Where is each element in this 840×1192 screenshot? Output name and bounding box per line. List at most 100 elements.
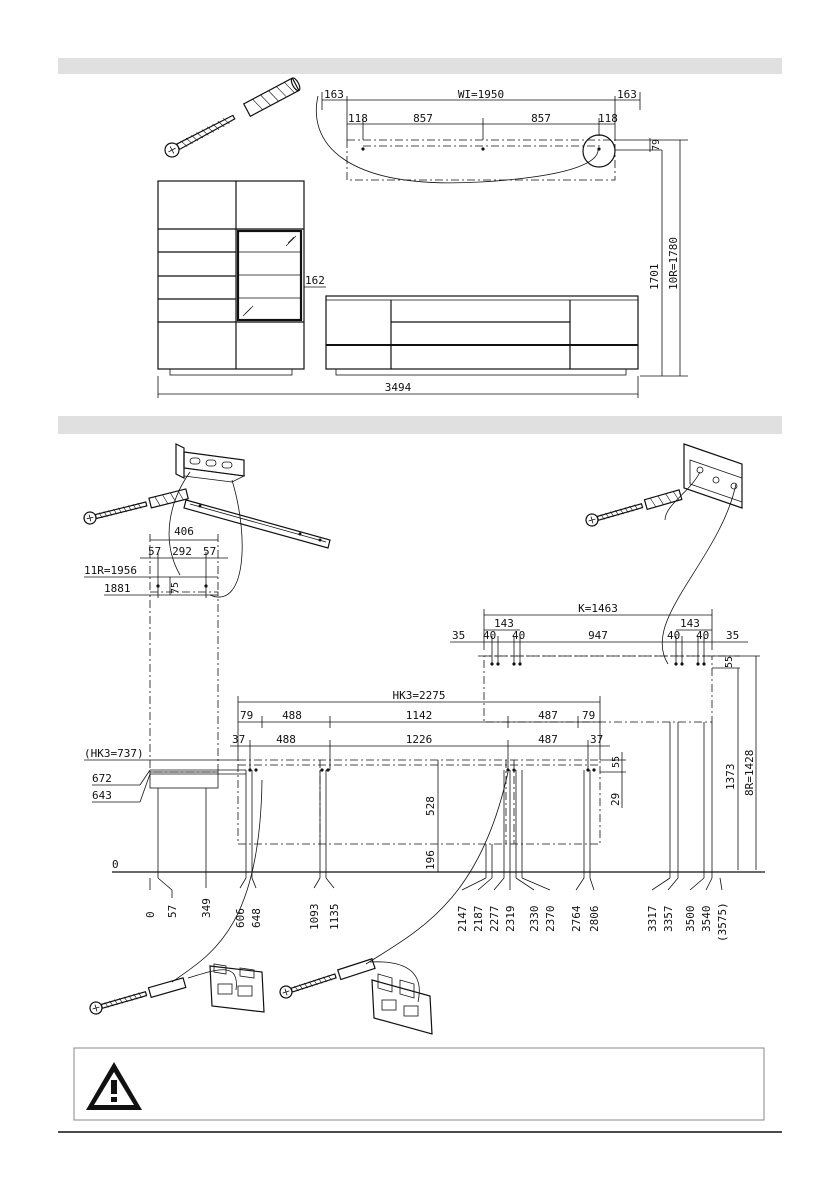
screw-anchor-icon [89, 977, 187, 1015]
bottom-label: 2370 [544, 906, 557, 933]
dim-hk-upper-4: 487 [538, 709, 558, 722]
screw-anchor-icon [585, 489, 683, 527]
section2-header-bar [58, 416, 782, 434]
extension-lines [245, 770, 591, 878]
tall-cabinet [157, 180, 305, 376]
dim-hk-upper-label: HK3=2275 [393, 689, 446, 702]
bottom-label: 2764 [570, 905, 583, 932]
dim-right-rail-row-4: 947 [588, 629, 608, 642]
dim-hk-drop-b: 29 [609, 793, 622, 806]
wall-panel-outline [346, 139, 616, 181]
leader-line [365, 771, 509, 965]
dim-hk-inner-height: 528 [424, 796, 437, 816]
bottom-value-labels: 0 57 349 606 648 1093 1135 2147 2187 227… [144, 877, 729, 942]
dim-hole-edge-left: 118 [348, 112, 368, 125]
dim-right-rail-row-3: 40 [512, 629, 525, 642]
leader-line [369, 961, 420, 1003]
leader-line [168, 471, 191, 576]
dim-hole-edge-right: 118 [598, 112, 618, 125]
dim-hk-upper-1: 79 [240, 709, 253, 722]
label-floor-zero: 0 [112, 858, 119, 871]
dim-right-rail-width: K=1463 [578, 602, 618, 615]
bottom-label: 2277 [488, 906, 501, 933]
dim-left-rail-offset-2: 292 [172, 545, 192, 558]
dim-hk-upper-2: 488 [282, 709, 302, 722]
dim-right-rail-row-7: 35 [726, 629, 739, 642]
dim-left-rail-offset-3: 57 [203, 545, 216, 558]
bottom-label: 3500 [684, 906, 697, 933]
dim-hole-span-2: 857 [531, 112, 551, 125]
screw-anchor-icon [164, 77, 301, 158]
bottom-label: 2319 [504, 906, 517, 933]
bottom-label: 2330 [528, 906, 541, 933]
bottom-label: 648 [250, 908, 263, 928]
dim-hk-base-height: 196 [424, 850, 437, 870]
dim-top-drop: 79 [651, 139, 662, 151]
bottom-label: (3575) [716, 902, 729, 942]
bottom-label: 3357 [662, 906, 675, 933]
leader-line [171, 779, 263, 983]
dim-gap: 162 [305, 274, 325, 287]
left-rail-panel [149, 591, 219, 773]
dim-hk-lower-5: 37 [590, 733, 603, 746]
dim-right-offset: 163 [617, 88, 637, 101]
wall-bracket-icon [175, 443, 246, 483]
section1-header-bar [58, 58, 782, 74]
label-left-rail-height: 11R=1956 [84, 564, 137, 577]
dim-right-rail-height-1: 1373 [724, 764, 737, 791]
leader-line [187, 969, 237, 991]
bottom-label: 349 [200, 898, 213, 918]
section2: 406 57 292 57 11R=1956 1881 75 [83, 443, 765, 1035]
dim-right-rail-row-2: 40 [483, 629, 496, 642]
dim-hk-upper-5: 79 [582, 709, 595, 722]
dim-right-rail-edge-right: 143 [680, 617, 700, 630]
hk-cabinet-outline [237, 759, 601, 845]
bottom-label: 0 [144, 911, 157, 918]
leader-line [661, 483, 737, 665]
bottom-label: 2806 [588, 906, 601, 933]
bottom-label: 1135 [328, 904, 341, 931]
bottom-label: 2187 [472, 906, 485, 933]
leader-line [315, 95, 599, 184]
dim-overall-width: 3494 [385, 381, 412, 394]
section1: 163 WI=1950 163 118 857 857 118 79 1701 … [157, 77, 688, 398]
dim-height-2: 10R=1780 [667, 237, 680, 290]
dim-left-rail-offset-1: 57 [148, 545, 161, 558]
label-left-672: 672 [92, 772, 112, 785]
bottom-label: 606 [234, 908, 247, 928]
lowboard [325, 295, 639, 376]
dim-wall-width: WI=1950 [458, 88, 504, 101]
label-hk-left: (HK3=737) [84, 747, 144, 760]
dim-left-rail-drop: 75 [170, 582, 181, 594]
mounting-plate-icon [209, 963, 265, 1013]
dim-right-rail-row-1: 35 [452, 629, 465, 642]
dim-right-rail-height-2: 8R=1428 [743, 750, 756, 796]
dim-right-rail-edge-left: 143 [494, 617, 514, 630]
dim-left-rail-width: 406 [174, 525, 194, 538]
dim-hk-lower-3: 1226 [406, 733, 433, 746]
dim-hk-upper-3: 1142 [406, 709, 433, 722]
wall-bracket-icon [683, 443, 743, 509]
bottom-label: 2147 [456, 906, 469, 933]
warning-triangle-icon [86, 1062, 142, 1110]
bottom-label: 57 [166, 905, 179, 918]
hanging-rail-icon [183, 499, 331, 549]
warning-box [73, 1047, 765, 1121]
dim-hk-lower-1: 37 [232, 733, 245, 746]
dim-hk-lower-2: 488 [276, 733, 296, 746]
screw-anchor-icon [83, 488, 189, 525]
dim-hk-drop-a: 55 [611, 756, 622, 768]
screw-anchor-icon [279, 958, 376, 999]
dim-right-rail-row-6: 40 [696, 629, 709, 642]
dim-right-rail-row-5: 40 [667, 629, 680, 642]
mounting-plate-icon [371, 973, 433, 1035]
leader-line [664, 471, 701, 521]
bottom-label: 1093 [308, 904, 321, 931]
dim-left-offset: 163 [324, 88, 344, 101]
leader-line [209, 479, 243, 598]
dim-hole-span-1: 857 [413, 112, 433, 125]
dim-right-rail-drop: 55 [724, 656, 735, 668]
dim-hk-lower-4: 487 [538, 733, 558, 746]
bottom-label: 3317 [646, 906, 659, 933]
